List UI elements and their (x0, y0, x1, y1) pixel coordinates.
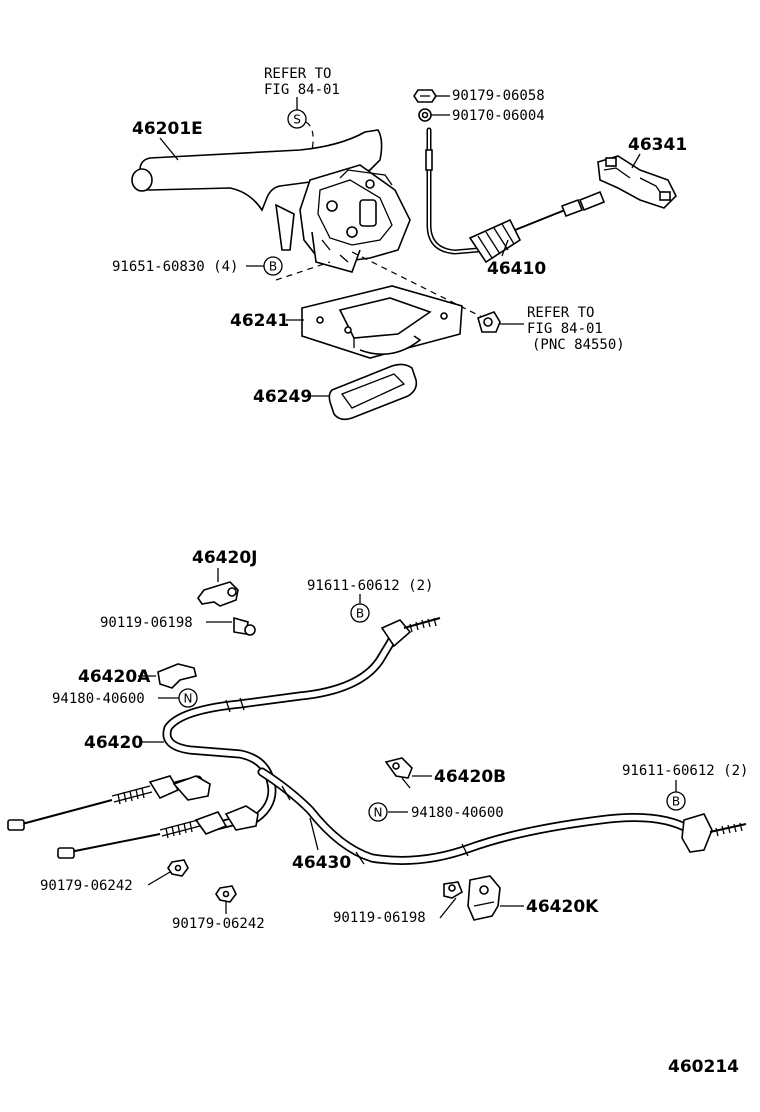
refer-right-line1: REFER TO (527, 305, 594, 321)
clamp-a (157, 663, 197, 689)
refer-right-line2: FIG 84-01 (527, 321, 603, 337)
label-washer-top: 90170-06004 (452, 108, 545, 124)
refer-top-dashed-leader (305, 121, 314, 151)
cable-end-lower (57, 805, 259, 859)
bolt-j (233, 616, 256, 636)
label-clamp-a: 46420A (78, 667, 151, 687)
washer-top (418, 108, 432, 122)
label-nut-a: 94180-40600 (52, 691, 145, 707)
nut-top (413, 89, 437, 103)
bolt-4-symbol: B (269, 260, 277, 274)
nut-a-symbol-circle (178, 688, 198, 708)
rear-cable-right (257, 767, 747, 865)
leader-nut-c (147, 871, 171, 886)
nut-b-symbol-circle (368, 802, 388, 822)
rear-cable-left (162, 617, 441, 827)
label-front-cable: 46410 (487, 259, 546, 279)
label-nut-top: 90179-06058 (452, 88, 545, 104)
label-seal: 46249 (253, 387, 312, 407)
label-plate: 46241 (230, 311, 289, 331)
refer-right-bolt (477, 311, 501, 333)
nut-c (167, 859, 189, 877)
clamp-k (467, 875, 501, 921)
refer-top-line1: REFER TO (264, 66, 331, 82)
cable-end-upper (7, 775, 211, 831)
refer-top-line2: FIG 84-01 (264, 82, 340, 98)
dashed-refer-right (351, 251, 489, 321)
equalizer-bracket (597, 155, 677, 209)
label-nut-b: 94180-40600 (411, 805, 504, 821)
bolt-4-symbol-circle (263, 256, 283, 276)
label-lever: 46201E (132, 119, 203, 139)
bolt-right-symbol: B (672, 795, 680, 809)
label-nut-c: 90179-06242 (40, 878, 133, 894)
label-bracket: 46341 (628, 135, 687, 155)
label-bolt-k: 90119-06198 (333, 910, 426, 926)
label-cable-right: 46430 (292, 853, 351, 873)
label-clamp-b: 46420B (434, 767, 506, 787)
nut-d (215, 885, 237, 903)
label-bolt-top: 91611-60612 (2) (307, 578, 433, 594)
leader-cable-right (309, 817, 319, 851)
base-plate (301, 285, 463, 359)
refer-right-line3: (PNC 84550) (532, 337, 625, 353)
label-cable-left: 46420 (84, 733, 143, 753)
leader-front-cable (501, 239, 509, 257)
label-nut-d: 90179-06242 (172, 916, 265, 932)
bolt-k (443, 881, 463, 899)
leader-lever (159, 137, 179, 161)
front-cable (425, 127, 606, 264)
label-bolt-j: 90119-06198 (100, 615, 193, 631)
dashed-bolt-4 (275, 261, 331, 281)
label-bolt-right: 91611-60612 (2) (622, 763, 748, 779)
label-bolt-4: 91651-60830 (4) (112, 259, 238, 275)
leader-bracket (631, 153, 641, 169)
bolt-top-symbol: B (356, 607, 364, 621)
nut-b-symbol: N (374, 806, 383, 820)
label-clamp-k: 46420K (526, 897, 599, 917)
leader-bolt-k (439, 897, 457, 919)
parking-lever (131, 129, 411, 273)
nut-a-symbol: N (184, 692, 193, 706)
clamp-j (197, 581, 239, 607)
clamp-b (384, 757, 413, 789)
diagram-id: 460214 (668, 1057, 739, 1077)
seal (328, 363, 418, 421)
refer-top-symbol: S (293, 113, 301, 127)
label-clamp-j: 46420J (192, 548, 257, 568)
